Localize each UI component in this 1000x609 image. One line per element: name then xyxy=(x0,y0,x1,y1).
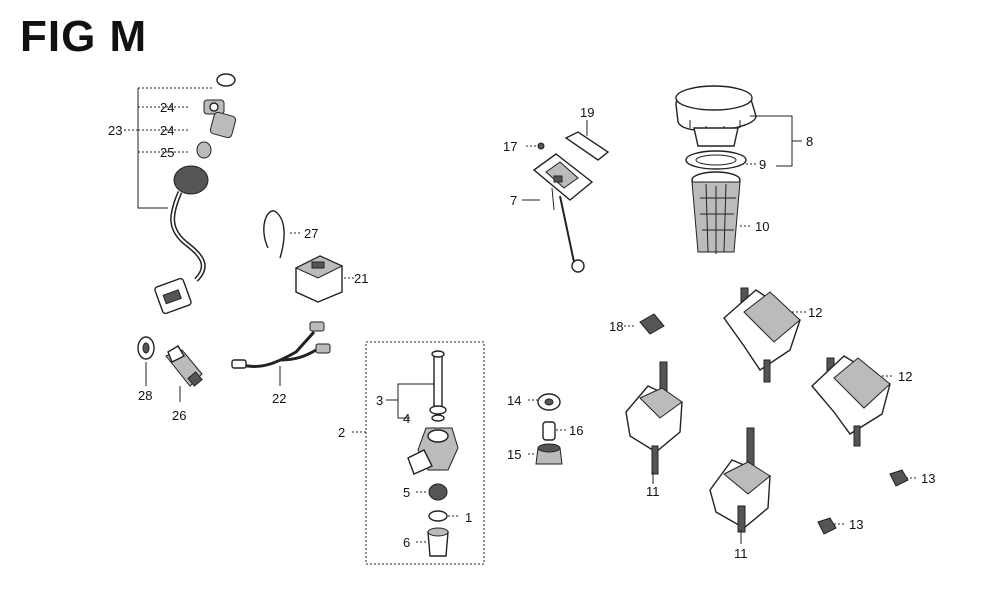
part-26-switch[interactable] xyxy=(165,345,203,402)
callout-label: 19 xyxy=(580,105,594,120)
part-16[interactable] xyxy=(542,421,566,441)
callout-label: 24 xyxy=(160,123,174,138)
part-8-tank-cap[interactable] xyxy=(675,85,802,167)
callout-label: 10 xyxy=(755,219,769,234)
callout-label: 13 xyxy=(921,471,935,486)
callout-label: 16 xyxy=(569,423,583,438)
callout-label: 4 xyxy=(403,411,410,426)
callout-label: 13 xyxy=(849,517,863,532)
callout-label: 17 xyxy=(503,139,517,154)
callout-label: 2 xyxy=(338,425,345,440)
callout-label: 24 xyxy=(160,100,174,115)
callout-label: 28 xyxy=(138,388,152,403)
part-19-plate[interactable] xyxy=(564,120,610,161)
callout-label: 11 xyxy=(646,484,660,499)
callout-label: 23 xyxy=(108,123,122,138)
callout-label: 3 xyxy=(376,393,383,408)
part-27-clip[interactable] xyxy=(263,210,302,259)
part-22-wire[interactable] xyxy=(231,321,331,386)
callout-label: 22 xyxy=(272,391,286,406)
part-18-clip[interactable] xyxy=(624,313,665,335)
callout-label: 11 xyxy=(734,546,748,561)
part-12-mount-a[interactable] xyxy=(723,287,806,383)
part-10-strainer[interactable] xyxy=(691,171,752,254)
callout-label: 12 xyxy=(898,369,912,384)
part-11-mount-b[interactable] xyxy=(709,427,771,544)
callout-label: 18 xyxy=(609,319,623,334)
callout-label: 1 xyxy=(465,510,472,525)
part-23-harness[interactable] xyxy=(124,73,237,315)
part-17-screw[interactable] xyxy=(526,142,545,150)
callout-label: 6 xyxy=(403,535,410,550)
callout-label: 9 xyxy=(759,157,766,172)
part-11-mount-a[interactable] xyxy=(625,361,683,484)
part-15[interactable] xyxy=(528,443,563,465)
part-28-washer[interactable] xyxy=(137,336,155,386)
part-12-mount-b[interactable] xyxy=(811,355,894,447)
part-2-fuel-cock[interactable] xyxy=(352,341,485,565)
callout-label: 21 xyxy=(354,271,368,286)
callout-label: 27 xyxy=(304,226,318,241)
callout-label: 14 xyxy=(507,393,521,408)
part-7-fuel-gauge[interactable] xyxy=(522,153,594,273)
callout-label: 25 xyxy=(160,145,174,160)
callout-label: 26 xyxy=(172,408,186,423)
part-21-relay[interactable] xyxy=(294,255,354,303)
part-14[interactable] xyxy=(528,393,561,411)
callout-label: 5 xyxy=(403,485,410,500)
part-13-bolt-b[interactable] xyxy=(817,517,846,535)
callout-label: 7 xyxy=(510,193,517,208)
callout-label: 12 xyxy=(808,305,822,320)
callout-labels: 1 2 3 4 5 6 7 8 9 10 11 11 12 12 13 13 1… xyxy=(108,100,935,561)
callout-label: 8 xyxy=(806,134,813,149)
figure-title: FIG M xyxy=(20,12,148,61)
callout-label: 15 xyxy=(507,447,521,462)
part-13-bolt-a[interactable] xyxy=(889,469,918,487)
part-9-gasket[interactable] xyxy=(685,150,756,170)
